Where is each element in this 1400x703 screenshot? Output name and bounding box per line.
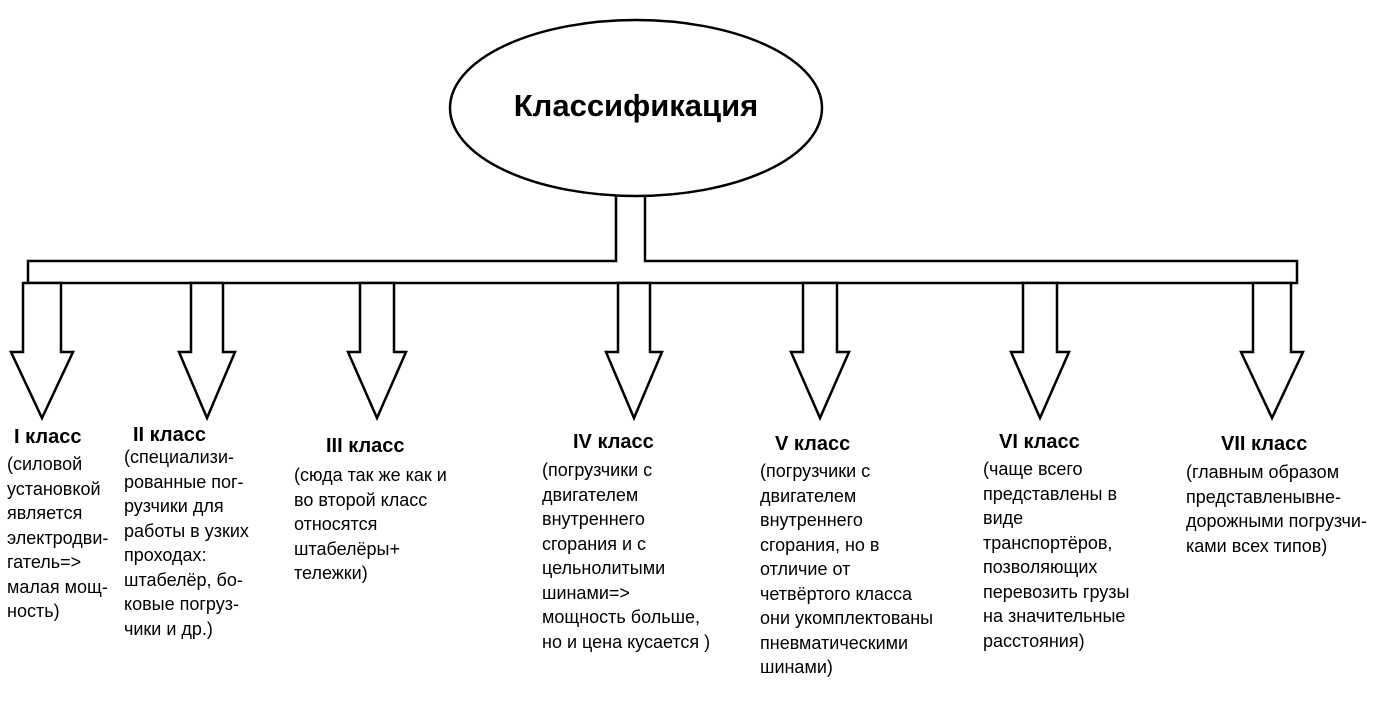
class-description-line: (специализи- — [124, 447, 234, 467]
class-description-line: (силовой — [7, 454, 83, 474]
class-description-line: мощность больше, — [542, 607, 701, 627]
down-arrow-5 — [789, 281, 851, 422]
class-description-6: (чаще всего представлены в виде транспортёр… — [983, 457, 1129, 653]
class-title-5: V класс — [775, 433, 851, 455]
class-description-line: относятся — [294, 514, 378, 534]
class-description-line: двигателем — [760, 485, 857, 506]
class-title-3: III класс — [326, 435, 405, 457]
class-description-line: штабелёры+ — [294, 538, 400, 559]
class-description-line: (чаще всего — [983, 459, 1083, 479]
down-arrow-4 — [604, 281, 664, 422]
class-description-line: сгорания и с — [542, 533, 647, 554]
class-description-line: (сюда так же как и — [294, 465, 447, 485]
trunk-connector — [26, 196, 1299, 285]
class-description-2: (специализи-рованные пог-рузчики для рабо… — [124, 445, 249, 641]
class-description-line: четвёртого класса — [760, 583, 913, 604]
class-description-7: (главным образом представленывне-дорожным… — [1186, 460, 1367, 558]
class-title-4: IV класс — [573, 431, 654, 453]
class-description-line: отличие от — [760, 559, 851, 579]
class-description-line: цельнолитыми — [542, 558, 666, 578]
class-description-line: является — [7, 503, 83, 523]
class-description-line: внутреннего — [542, 509, 645, 529]
class-description-3: (сюда так же как и во второй класс относят… — [294, 463, 447, 586]
down-arrow-6 — [1009, 281, 1071, 422]
class-description-line: тележки) — [294, 563, 368, 583]
class-title-6: VI класс — [999, 431, 1080, 453]
class-description-line: проходах: — [124, 545, 207, 565]
class-description-line: они укомплектованы — [760, 608, 934, 628]
class-description-line: представленывне- — [1186, 486, 1341, 507]
class-description-line: ковые погруз- — [124, 594, 239, 614]
class-description-line: (погрузчики с — [760, 461, 871, 481]
class-description-line: ками всех типов) — [1186, 535, 1328, 556]
class-description-4: (погрузчики с двигателем внутреннего сгоран… — [542, 458, 710, 654]
root-ellipse — [448, 18, 824, 198]
class-description-line: рузчики для — [124, 496, 224, 516]
class-description-5: (погрузчики с двигателем внутреннего сгоран… — [760, 459, 933, 680]
class-description-line: позволяющих — [983, 557, 1098, 577]
class-description-line: (погрузчики с — [542, 460, 653, 480]
class-description-line: установкой — [7, 478, 101, 499]
root-title: Классификация — [513, 88, 759, 123]
class-description-line: шинами) — [760, 657, 833, 677]
class-description-line: перевозить грузы — [983, 581, 1130, 602]
class-title-1: I класс — [14, 426, 82, 448]
class-description-line: во второй класс — [294, 489, 428, 510]
down-arrow-1 — [9, 281, 75, 421]
class-description-line: ность) — [7, 601, 60, 621]
class-description-line: пневматическими — [760, 632, 909, 653]
down-arrow-7 — [1239, 281, 1305, 421]
class-description-line: сгорания, но в — [760, 534, 880, 555]
class-description-line: рованные пог- — [124, 471, 244, 492]
class-description-line: дорожными погрузчи- — [1186, 511, 1367, 531]
class-description-line: но и цена кусается ) — [542, 631, 711, 652]
down-arrow-3 — [346, 281, 408, 422]
class-description-line: гатель=> — [7, 552, 82, 572]
class-description-line: виде — [983, 508, 1024, 528]
class-title-7: VII класс — [1221, 433, 1308, 455]
class-description-line: шинами=> — [542, 582, 630, 603]
class-description-line: электродви- — [7, 527, 109, 548]
class-title-2: II класс — [133, 424, 206, 446]
class-description-line: (главным образом — [1186, 462, 1340, 482]
class-description-line: на значительные — [983, 606, 1126, 626]
class-description-line: представлены в — [983, 483, 1118, 504]
class-description-line: малая мощ- — [7, 576, 108, 597]
class-description-line: работы в узких — [124, 520, 249, 541]
class-description-line: чики и др.) — [124, 618, 213, 639]
class-description-line: транспортёров, — [983, 532, 1113, 553]
class-description-line: расстояния) — [983, 630, 1085, 651]
class-description-line: штабелёр, бо- — [124, 569, 243, 590]
class-description-line: внутреннего — [760, 510, 863, 530]
class-description-line: двигателем — [542, 484, 639, 505]
down-arrow-2 — [177, 281, 237, 422]
class-description-1: (силовой установкой является электродви-гат… — [7, 452, 108, 624]
